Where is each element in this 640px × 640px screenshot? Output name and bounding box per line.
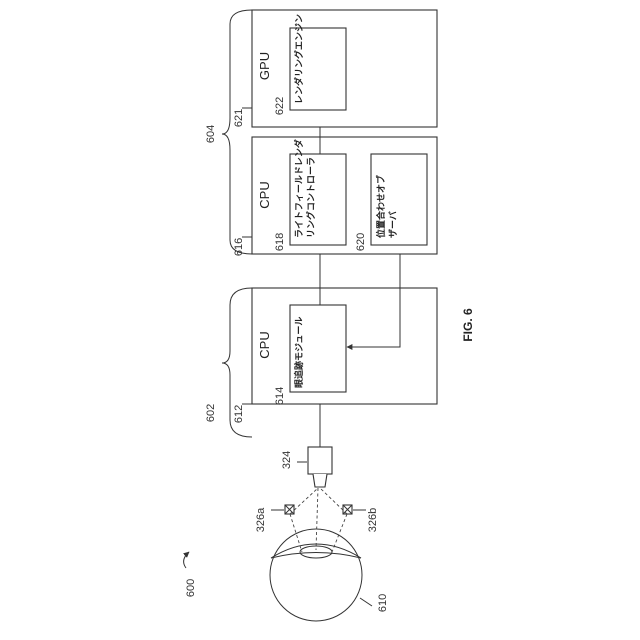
eye-tracking-module-ref-label: 614 — [274, 387, 286, 405]
right-system-brace — [222, 10, 252, 254]
eye-leader-line — [360, 598, 372, 606]
right-system-ref-label: 604 — [205, 125, 217, 143]
light-field-controller-label-line1: ライトフィールドレンダ — [293, 139, 305, 238]
registration-observer-label-line2: ザーバ — [388, 211, 399, 238]
camera-ref-label: 324 — [281, 451, 293, 469]
left-cpu-ref-label: 612 — [233, 405, 245, 423]
figure-caption: FIG. 6 — [461, 308, 475, 342]
light-paths — [290, 488, 347, 552]
light-field-controller-ref-label: 618 — [274, 233, 286, 251]
registration-observer-label-line1: 位置合わせオブ — [375, 175, 387, 238]
gpu-ref-label: 621 — [233, 109, 245, 127]
eye-ref-label: 610 — [377, 594, 389, 612]
rendering-engine-ref-label: 622 — [274, 97, 286, 115]
eye — [270, 529, 362, 621]
registration-observer-ref-label: 620 — [355, 233, 367, 251]
left-cpu-title: CPU — [257, 331, 272, 358]
gpu-title: GPU — [257, 52, 272, 80]
camera — [308, 447, 332, 487]
right-cpu-ref-label: 616 — [233, 238, 245, 256]
illuminator-a-ref-label: 326a — [255, 507, 267, 532]
eye-tracking-module-label: 眼追跡モジュール — [293, 317, 305, 388]
right-cpu-title: CPU — [257, 181, 272, 208]
figure-number-arrow — [184, 552, 189, 568]
light-field-controller-label-line2: リングコントローラ — [305, 157, 317, 238]
left-system-ref-label: 602 — [205, 404, 217, 422]
rendering-engine-label: レンダリングエンジン — [293, 14, 305, 104]
illuminator-b-ref-label: 326b — [367, 508, 379, 532]
figure-number-label: 600 — [185, 579, 197, 597]
